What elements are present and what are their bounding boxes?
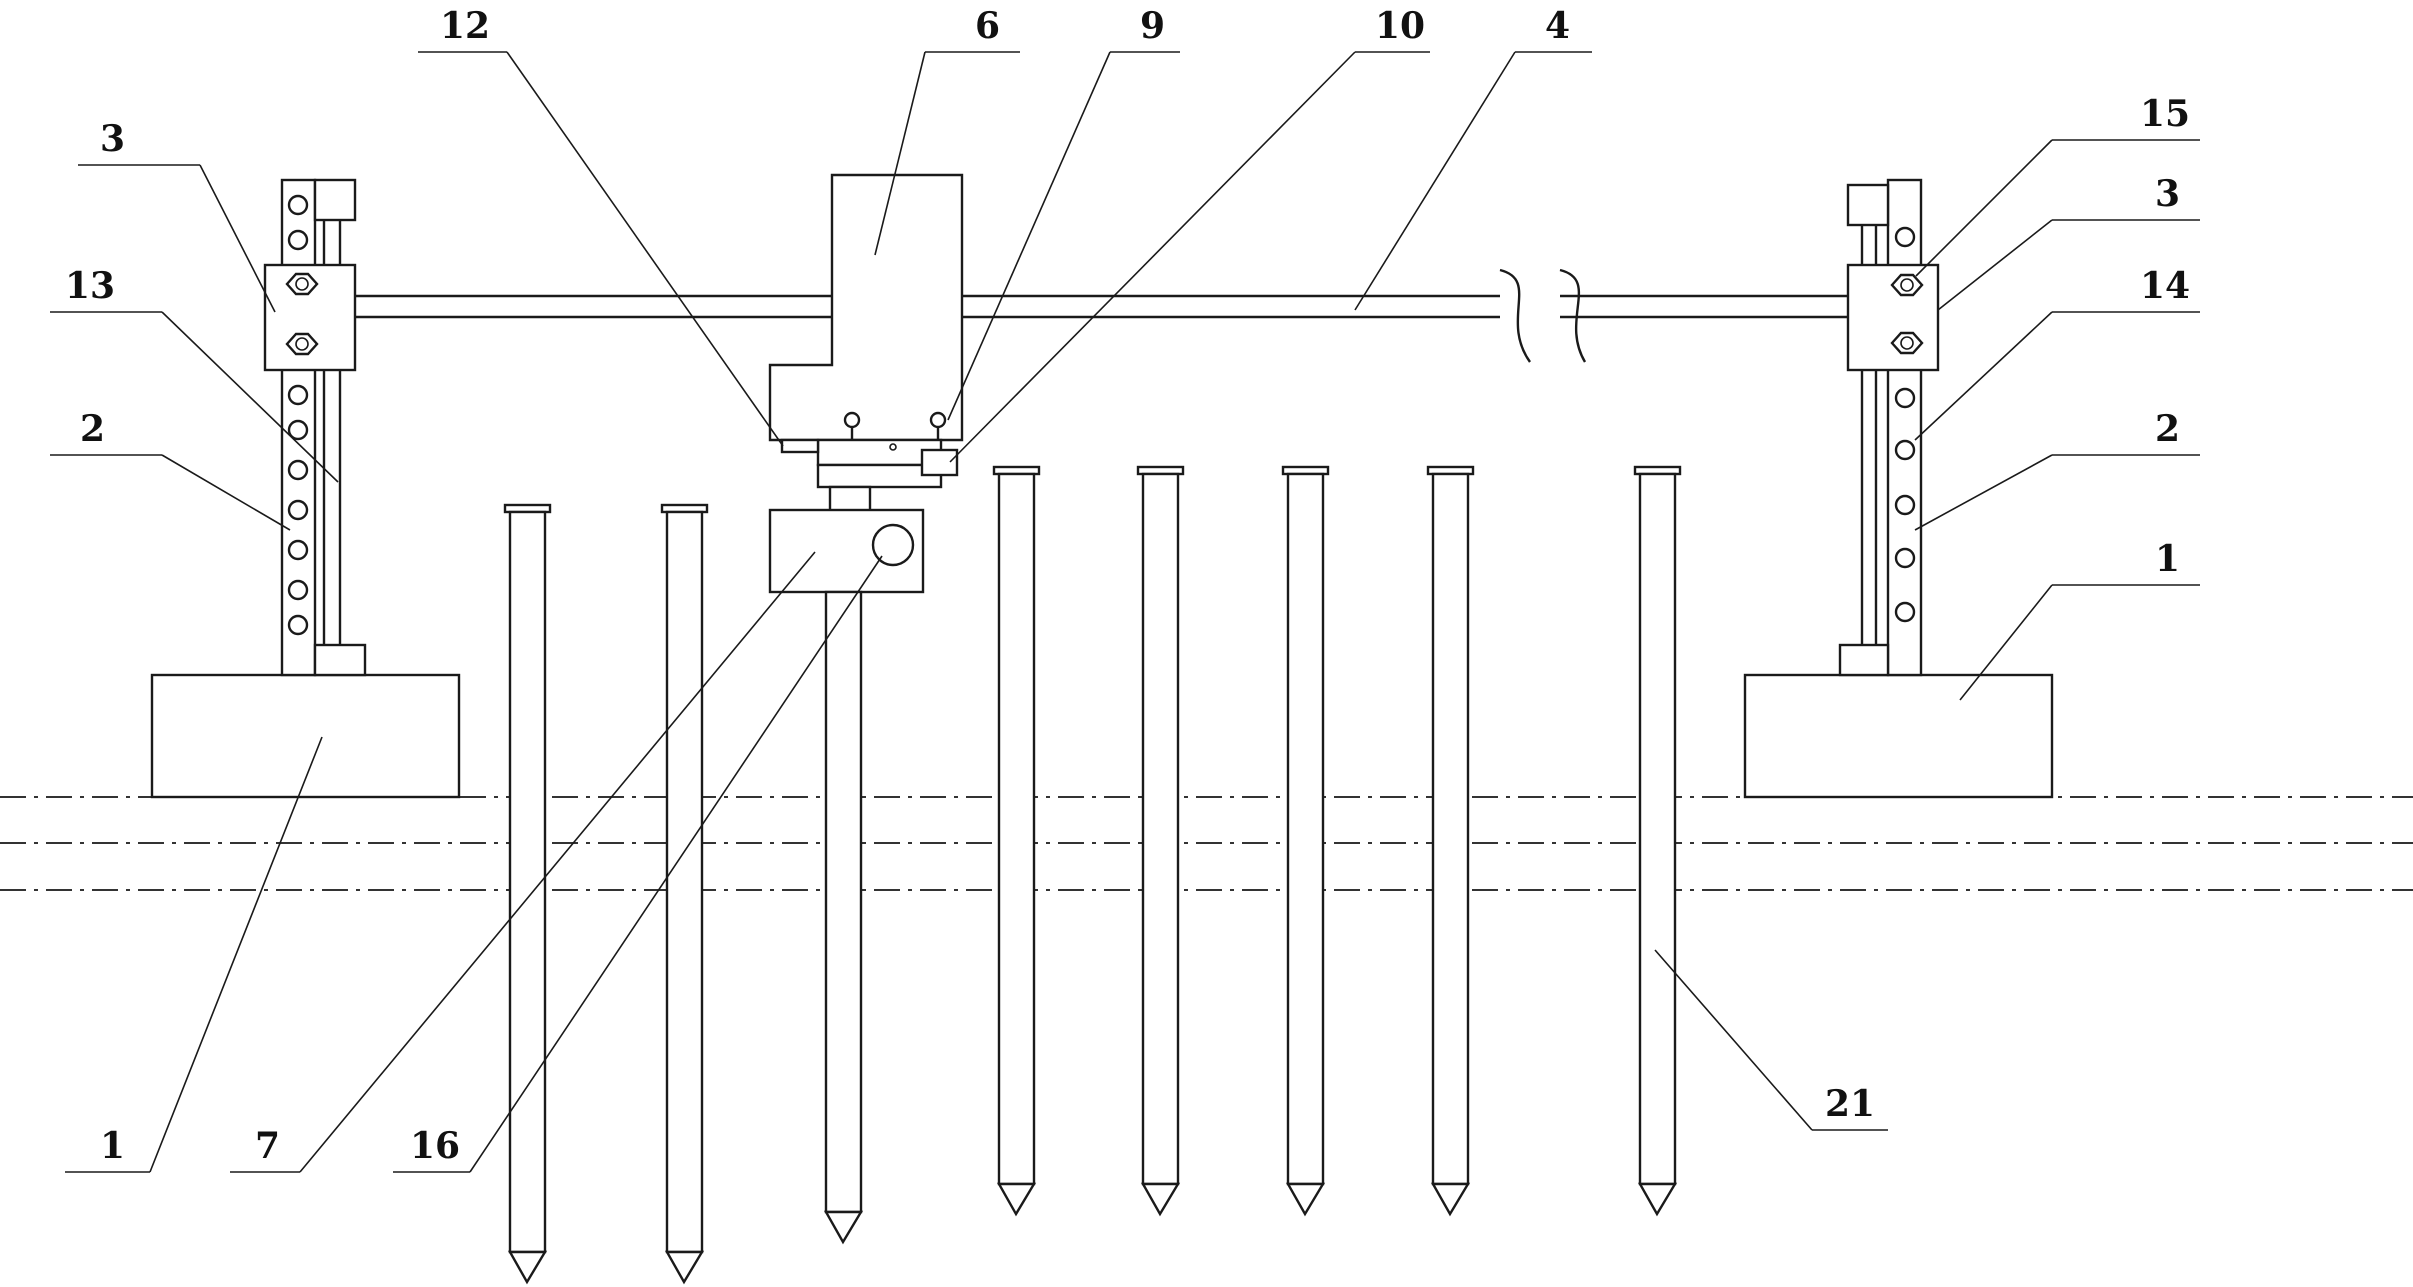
label-3-left: 3 — [100, 118, 125, 160]
label-10: 10 — [1375, 5, 1425, 47]
label-2-right: 2 — [2155, 408, 2180, 450]
beam — [355, 268, 1848, 363]
leader-lines — [50, 51, 2200, 1173]
labels: 12 6 9 10 4 15 3 14 2 1 3 13 2 1 7 16 21 — [65, 5, 2190, 1167]
left-column-holes — [287, 194, 309, 636]
label-13: 13 — [65, 265, 115, 307]
left-column — [280, 178, 367, 677]
label-6: 6 — [975, 5, 1000, 47]
label-1-left: 1 — [100, 1125, 125, 1167]
label-3-right: 3 — [2155, 173, 2180, 215]
right-column-holes — [1894, 226, 1916, 623]
trolley — [768, 173, 964, 442]
label-4: 4 — [1545, 5, 1570, 47]
pile-3 — [823, 590, 864, 1245]
label-2-left: 2 — [80, 408, 105, 450]
label-14: 14 — [2140, 265, 2190, 307]
right-base — [1743, 673, 2054, 799]
label-7: 7 — [255, 1125, 280, 1167]
label-9: 9 — [1140, 5, 1165, 47]
pile-7 — [1426, 465, 1475, 1217]
pile-6 — [1281, 465, 1330, 1217]
right-column — [1838, 178, 1923, 677]
pile-8 — [1633, 465, 1682, 1217]
right-clamp — [1846, 263, 1940, 372]
pile-1 — [503, 503, 552, 1285]
label-21: 21 — [1825, 1083, 1875, 1125]
label-12: 12 — [440, 5, 490, 47]
piles — [503, 465, 1682, 1285]
left-clamp — [263, 263, 357, 372]
drive-mechanism — [780, 411, 959, 514]
label-15: 15 — [2140, 93, 2190, 135]
pile-4 — [992, 465, 1041, 1217]
pile-5 — [1136, 465, 1185, 1217]
label-16: 16 — [410, 1125, 460, 1167]
ground-lines — [0, 796, 2413, 891]
pile-2 — [660, 503, 709, 1285]
hammer — [768, 508, 925, 594]
label-1-right: 1 — [2155, 538, 2180, 580]
